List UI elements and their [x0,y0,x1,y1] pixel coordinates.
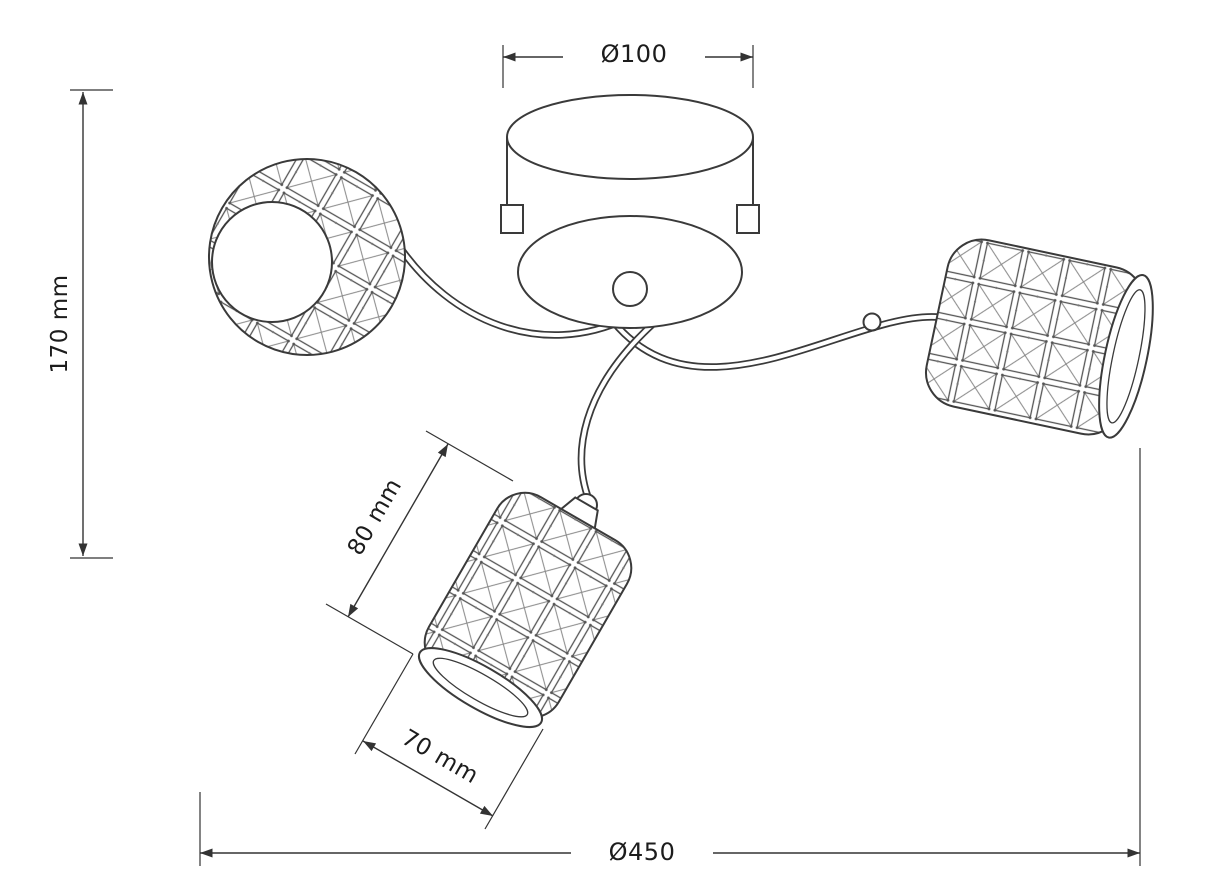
right-shade-rim [1098,274,1154,439]
canopy [500,94,760,329]
bottom-shade-rim [417,647,544,728]
dimension-shade-width [354,653,544,830]
canopy-left-bracket [500,204,524,234]
dim-label-fixture-diameter: Ø450 [571,837,713,867]
right-shade [925,238,1154,439]
right-arm [608,313,941,371]
dim-label-canopy-diameter: Ø100 [563,39,705,69]
left-shade [208,158,406,356]
canopy-right-bracket [736,204,760,234]
bottom-shade [417,491,633,728]
right-arm-ball-detail [862,312,882,332]
left-arm [395,242,632,339]
dimension-fixture-diameter [199,448,1141,866]
dimension-shade-length [325,430,514,655]
dim-label-fixture-height: 170 mm [47,274,73,374]
canopy-finial [612,271,648,307]
left-shade-opening [211,201,333,323]
dimension-fixture-height [70,89,113,559]
bottom-arm [577,318,659,504]
